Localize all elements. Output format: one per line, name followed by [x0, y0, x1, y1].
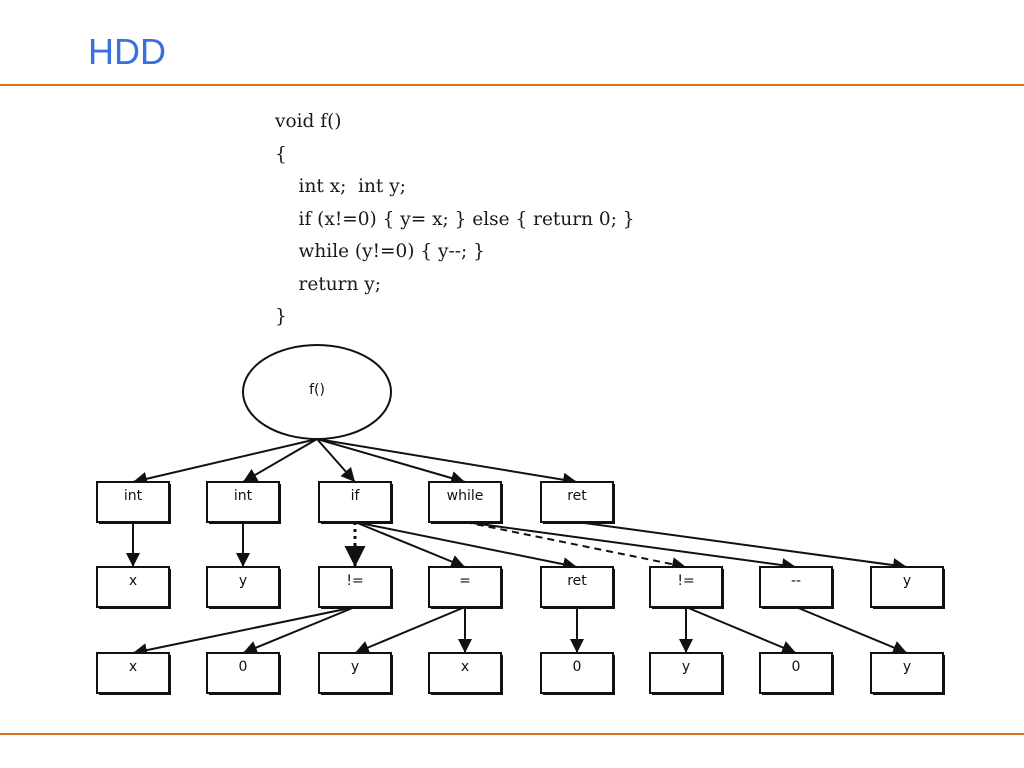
- tree-node-m4: =: [428, 566, 503, 609]
- tree-node-m3: !=: [318, 566, 393, 609]
- tree-edge-m7-l8: [795, 606, 908, 655]
- node-box: [96, 481, 170, 523]
- code-line: return y;: [275, 273, 381, 295]
- tree-edge-root-n4: [316, 438, 466, 485]
- code-line: {: [275, 143, 287, 165]
- tree-node-m5: ret: [540, 566, 615, 609]
- tree-edge-m6-l7: [685, 606, 797, 655]
- node-label: !=: [677, 573, 694, 589]
- tree-edge-n3-m4: [354, 521, 466, 569]
- node-label: !=: [346, 573, 363, 589]
- node-label: ret: [567, 488, 587, 504]
- code-listing: void f() { int x; int y; if (x!=0) { y= x…: [275, 106, 635, 334]
- node-box: [540, 652, 614, 694]
- tree-edge-m3-l2: [242, 606, 356, 655]
- node-box: [870, 566, 944, 608]
- node-label: x: [461, 659, 469, 675]
- tree-node-l1: x: [96, 652, 171, 695]
- node-label: if: [351, 488, 361, 504]
- node-label: y: [903, 659, 911, 675]
- tree-node-n4: while: [428, 481, 503, 524]
- tree-node-l7: 0: [759, 652, 834, 695]
- node-box: [206, 481, 280, 523]
- tree-node-l6: y: [649, 652, 724, 695]
- node-box: [870, 652, 944, 694]
- node-label: ret: [567, 573, 587, 589]
- tree-node-n3: if: [318, 481, 393, 524]
- tree-node-root: f(): [242, 344, 392, 440]
- code-line: void f(): [275, 111, 342, 132]
- node-box: [428, 652, 502, 694]
- node-box: [206, 566, 280, 608]
- tree-edge-root-n5: [316, 438, 578, 487]
- node-label: int: [234, 488, 253, 504]
- node-label: x: [129, 659, 137, 675]
- tree-edge-n4-m6: [464, 521, 687, 572]
- node-label: 0: [239, 659, 248, 675]
- node-label: x: [129, 573, 137, 589]
- node-box: [649, 566, 723, 608]
- tree-edge-root-n2: [242, 438, 318, 483]
- node-box: [428, 566, 502, 608]
- node-box: [428, 481, 502, 523]
- bottom-divider: [0, 733, 1024, 735]
- tree-node-l3: y: [318, 652, 393, 695]
- node-label: y: [239, 573, 247, 589]
- node-label: int: [124, 488, 143, 504]
- node-box: [649, 652, 723, 694]
- node-label: while: [447, 488, 484, 504]
- tree-edge-n5-m8: [576, 521, 908, 573]
- node-box: [96, 652, 170, 694]
- code-line: if (x!=0) { y= x; } else { return 0; }: [275, 208, 635, 230]
- tree-node-l4: x: [428, 652, 503, 695]
- tree-edge-root-n3: [316, 438, 356, 483]
- top-divider: [0, 84, 1024, 86]
- root-ellipse: [242, 344, 392, 440]
- node-box: [540, 566, 614, 608]
- node-label: y: [682, 659, 690, 675]
- node-box: [318, 566, 392, 608]
- node-box: [206, 652, 280, 694]
- node-label: =: [459, 573, 471, 589]
- node-label: f(): [309, 382, 325, 398]
- node-label: y: [351, 659, 359, 675]
- node-label: --: [791, 573, 801, 589]
- tree-edge-n3-m5: [354, 521, 578, 572]
- tree-node-l2: 0: [206, 652, 281, 695]
- code-line: }: [275, 306, 287, 327]
- node-box: [318, 652, 392, 694]
- node-box: [318, 481, 392, 523]
- tree-node-m6: !=: [649, 566, 724, 609]
- tree-node-n2: int: [206, 481, 281, 524]
- tree-node-n1: int: [96, 481, 171, 524]
- tree-edge-m3-l1: [132, 606, 356, 658]
- node-box: [540, 481, 614, 523]
- node-label: 0: [573, 659, 582, 675]
- tree-node-n5: ret: [540, 481, 615, 524]
- tree-node-m8: y: [870, 566, 945, 609]
- tree-edges: [126, 438, 908, 658]
- node-box: [96, 566, 170, 608]
- tree-node-l8: y: [870, 652, 945, 695]
- tree-node-m2: y: [206, 566, 281, 609]
- node-label: y: [903, 573, 911, 589]
- tree-node-m7: --: [759, 566, 834, 609]
- tree-edge-root-n1: [132, 438, 318, 486]
- code-line: int x; int y;: [275, 176, 406, 197]
- tree-edge-n4-m7: [464, 521, 797, 573]
- tree-node-m1: x: [96, 566, 171, 609]
- slide-title: HDD: [88, 31, 166, 72]
- node-box: [759, 566, 833, 608]
- tree-edge-m4-l3: [354, 606, 466, 655]
- node-box: [759, 652, 833, 694]
- tree-nodes: f() int int if while ret x y != = ret != -- y x 0 y x 0 y 0 y: [96, 344, 945, 695]
- tree-node-l5: 0: [540, 652, 615, 695]
- node-label: 0: [792, 659, 801, 675]
- code-line: while (y!=0) { y--; }: [275, 241, 485, 262]
